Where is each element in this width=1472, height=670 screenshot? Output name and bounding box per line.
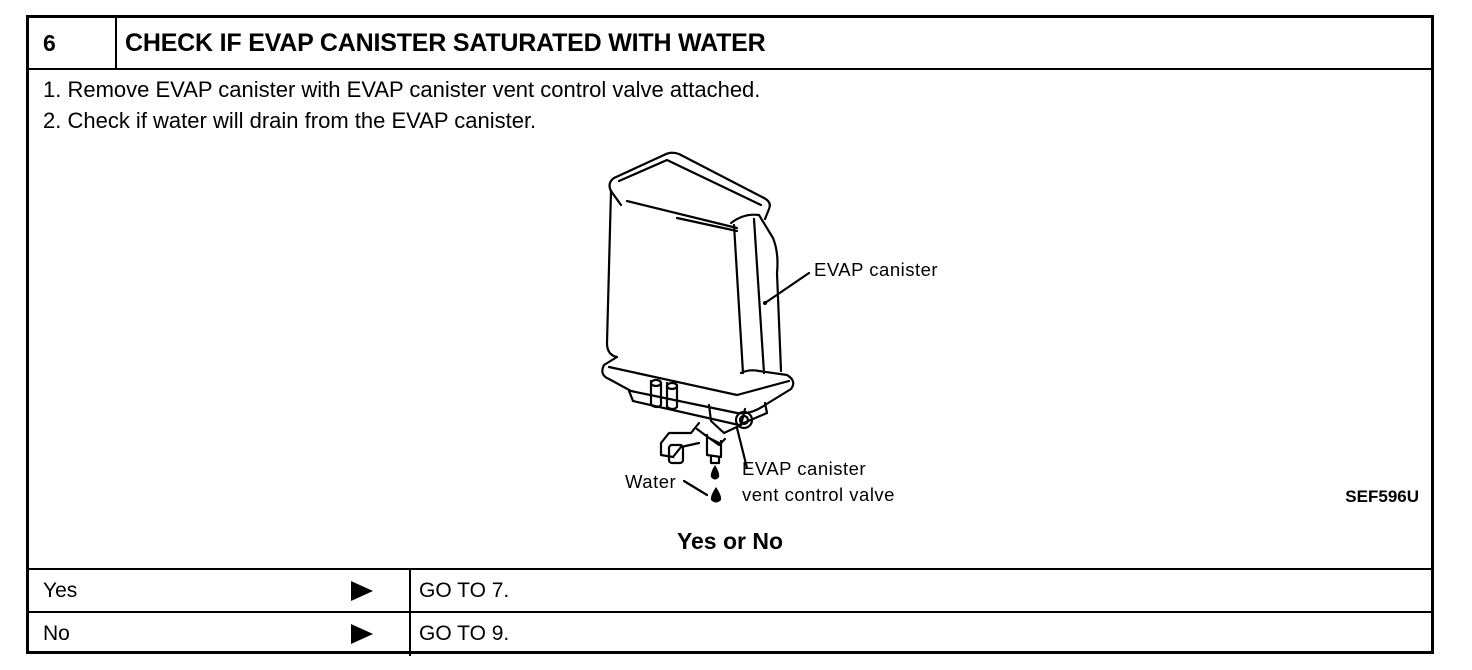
column-divider <box>409 570 411 613</box>
canister-drawing <box>601 151 811 503</box>
step-header: 6 CHECK IF EVAP CANISTER SATURATED WITH … <box>29 18 1431 70</box>
port-nipple-right <box>665 381 679 411</box>
result-row-no: No GO TO 9. <box>29 611 1431 656</box>
result-action: GO TO 7. <box>419 579 510 602</box>
step-number: 6 <box>29 18 117 68</box>
procedure-table: 6 CHECK IF EVAP CANISTER SATURATED WITH … <box>26 15 1434 656</box>
result-action: GO TO 9. <box>419 622 510 645</box>
canister-leader-line <box>763 271 811 305</box>
step-title: CHECK IF EVAP CANISTER SATURATED WITH WA… <box>125 29 766 57</box>
water-drop-upper <box>710 465 720 480</box>
port-nipple-left <box>649 379 663 409</box>
vent-valve-body <box>707 403 747 435</box>
water-drop-lower <box>710 487 722 503</box>
right-triangle-icon <box>351 624 373 644</box>
water-leader-line <box>682 479 709 497</box>
result-answer: No <box>43 622 70 645</box>
result-row-yes: Yes GO TO 7. <box>29 568 1431 613</box>
instruction-item: 2. Check if water will drain from the EV… <box>43 108 537 133</box>
valve-label-line1: EVAP canister <box>742 458 867 479</box>
instruction-list: 1. Remove EVAP canister with EVAP canist… <box>43 74 760 136</box>
evap-canister-illustration: EVAP canister EVAP canister vent control… <box>569 143 949 513</box>
figure-code: SEF596U <box>1345 487 1419 506</box>
water-label: Water <box>625 471 677 492</box>
column-divider <box>409 613 411 656</box>
canister-left-side <box>605 189 619 359</box>
valve-leader-line <box>735 426 749 470</box>
canister-label: EVAP canister <box>814 259 939 280</box>
result-answer: Yes <box>43 579 78 602</box>
valve-label-line2: vent control valve <box>742 484 895 505</box>
right-triangle-icon <box>351 581 373 601</box>
instruction-item: 1. Remove EVAP canister with EVAP canist… <box>43 77 761 102</box>
question-heading: Yes or No <box>676 528 784 554</box>
canister-top-edge <box>612 151 771 221</box>
